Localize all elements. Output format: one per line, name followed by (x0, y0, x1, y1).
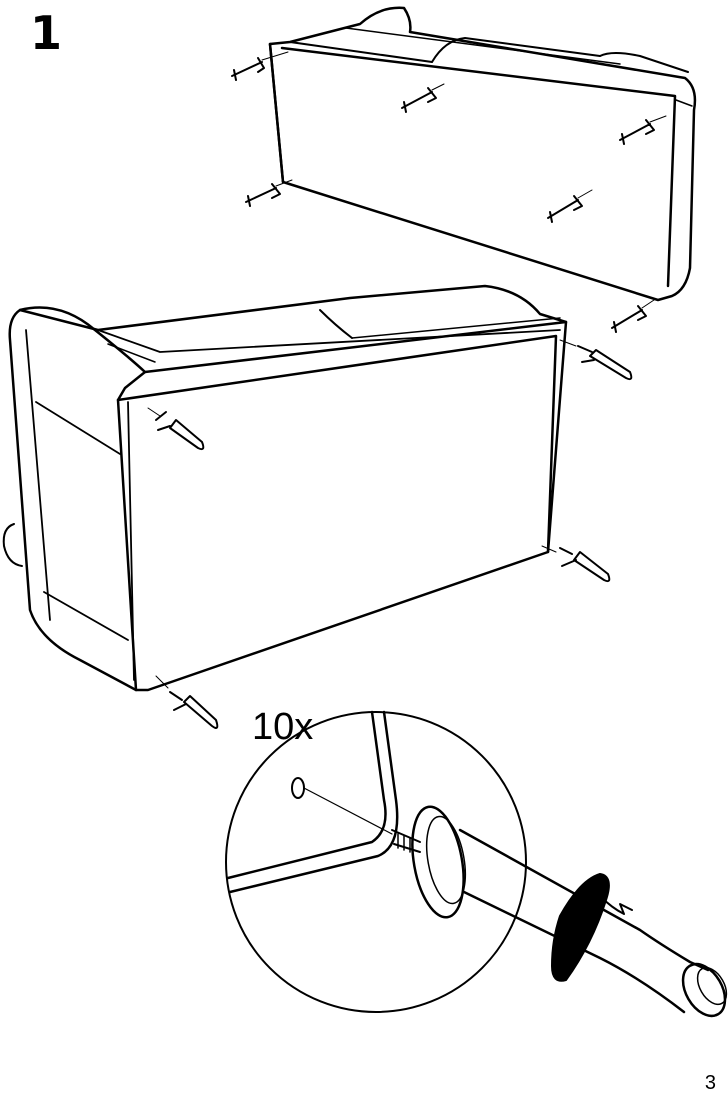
sofa-section-armrest (4, 286, 566, 690)
detail-magnifier (226, 712, 728, 1023)
sofa-section-back (270, 8, 695, 300)
